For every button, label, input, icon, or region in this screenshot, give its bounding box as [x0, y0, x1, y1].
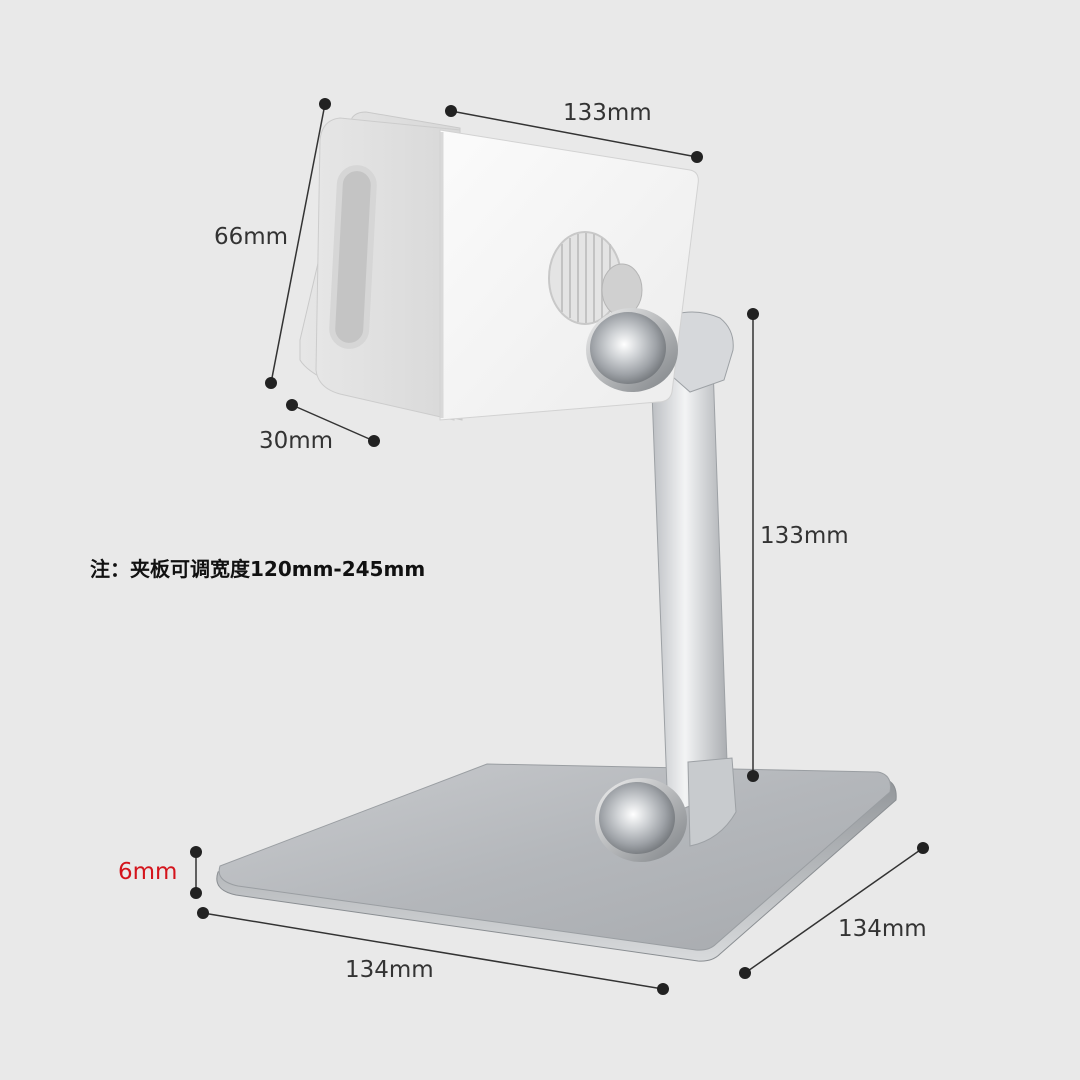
clamp-width-label: 133mm	[563, 100, 652, 126]
adjust-knob	[548, 231, 643, 325]
lower-joint-knob	[595, 778, 687, 862]
dimension-dots	[190, 98, 929, 995]
base-thickness-label: 6mm	[118, 859, 177, 885]
clamp-height-label: 66mm	[214, 224, 288, 250]
dimension-lines	[195, 103, 924, 990]
adjustable-width-note: 注：夹板可调宽度120mm-245mm	[90, 557, 425, 581]
upper-joint-knob	[586, 308, 678, 392]
base-depth-label: 134mm	[838, 916, 927, 942]
arm-height-label: 133mm	[760, 523, 849, 549]
base-width-label: 134mm	[345, 957, 434, 983]
clamp-depth-label: 30mm	[259, 428, 333, 454]
